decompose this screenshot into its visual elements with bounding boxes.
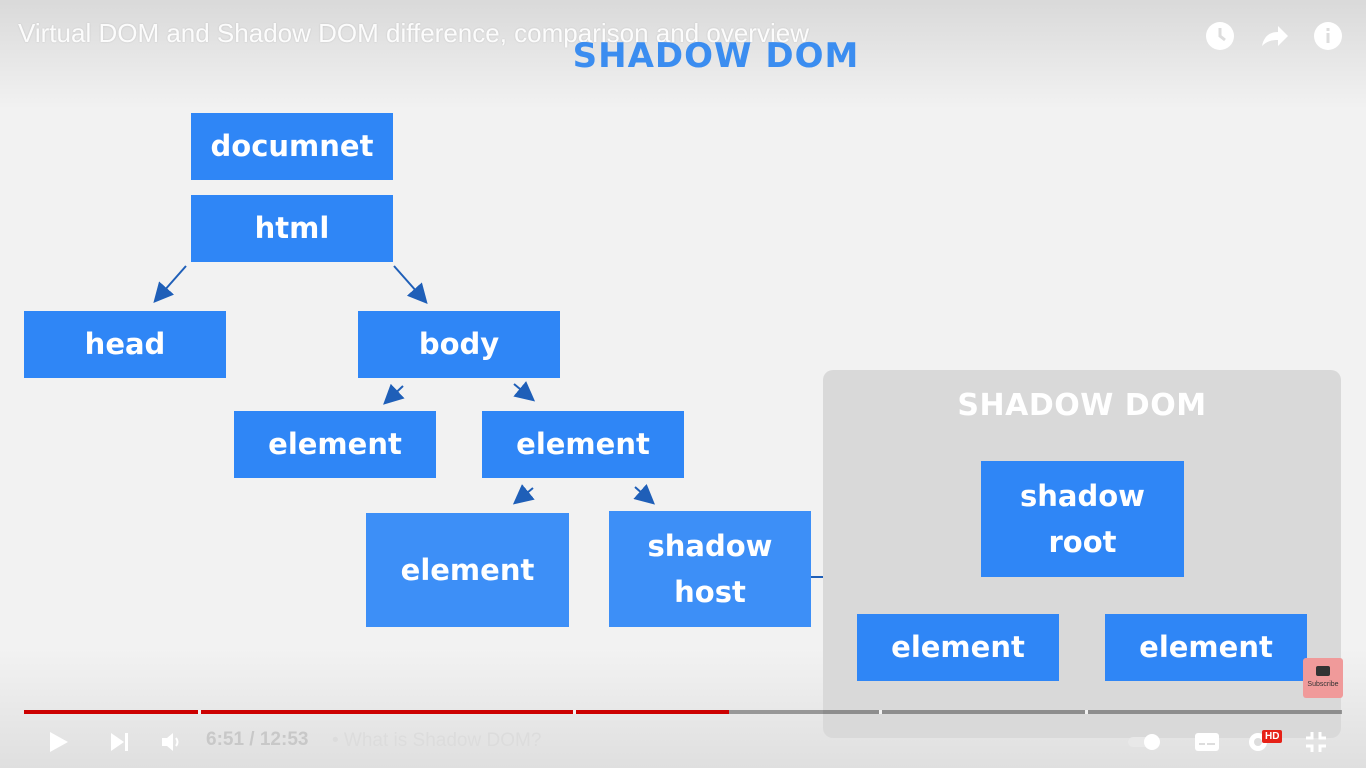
node-html: html	[191, 195, 393, 262]
youtube-logo-icon	[1316, 666, 1330, 676]
info-icon[interactable]	[1312, 20, 1344, 52]
video-title[interactable]: Virtual DOM and Shadow DOM difference, c…	[18, 18, 809, 48]
shadow-host-line: host	[674, 575, 746, 609]
chapter-gap	[1085, 710, 1088, 714]
volume-icon[interactable]	[160, 730, 184, 758]
chapter-gap	[198, 710, 201, 714]
shadow-root-line: shadow	[1020, 478, 1145, 513]
arrow-html-head	[153, 265, 187, 303]
node-shadow-element: element	[1105, 614, 1307, 681]
slide-title: SHADOW DOM	[572, 36, 860, 76]
play-icon[interactable]	[46, 730, 70, 758]
node-element: element	[366, 513, 569, 627]
hd-badge: HD	[1262, 730, 1283, 743]
node-element: element	[234, 411, 436, 478]
arrow-body-element-b	[513, 381, 536, 402]
node-head: head	[24, 311, 226, 378]
subscribe-label: Subscribe	[1307, 681, 1339, 688]
node-document: documnet	[191, 113, 393, 180]
chapter-gap	[879, 710, 882, 714]
chapter-title[interactable]: • What is Shadow DOM?	[332, 730, 542, 751]
shadow-root-line: root	[1048, 525, 1117, 559]
subscribe-watermark[interactable]: Subscribe	[1303, 658, 1343, 698]
arrow-element-b-element-c	[512, 484, 535, 505]
node-shadow-host: shadow host	[609, 511, 811, 627]
chapter-gap	[573, 710, 576, 714]
node-body: body	[358, 311, 560, 378]
next-icon[interactable]	[108, 730, 132, 758]
node-shadow-root: shadow root	[981, 461, 1184, 577]
autoplay-toggle-icon[interactable]	[1128, 732, 1164, 756]
node-element: element	[482, 411, 684, 478]
node-shadow-element: element	[857, 614, 1059, 681]
shadow-host-line: shadow	[647, 528, 773, 563]
watch-later-icon[interactable]	[1204, 20, 1236, 52]
arrow-element-b-shadow-host	[633, 483, 655, 505]
progress-bar[interactable]	[24, 710, 1342, 714]
arrow-html-body	[393, 265, 428, 304]
fullscreen-exit-icon[interactable]	[1304, 730, 1328, 758]
share-icon[interactable]	[1258, 20, 1290, 52]
top-overlay	[0, 0, 1366, 110]
progress-played	[24, 710, 730, 714]
time-display: 6:51 / 12:53	[206, 729, 309, 750]
shadow-panel-title: SHADOW DOM	[957, 388, 1207, 423]
player-controls: 6:51 / 12:53 • What is Shadow DOM?	[0, 720, 1366, 764]
captions-icon[interactable]	[1194, 730, 1220, 758]
arrow-body-element-a	[383, 383, 405, 405]
